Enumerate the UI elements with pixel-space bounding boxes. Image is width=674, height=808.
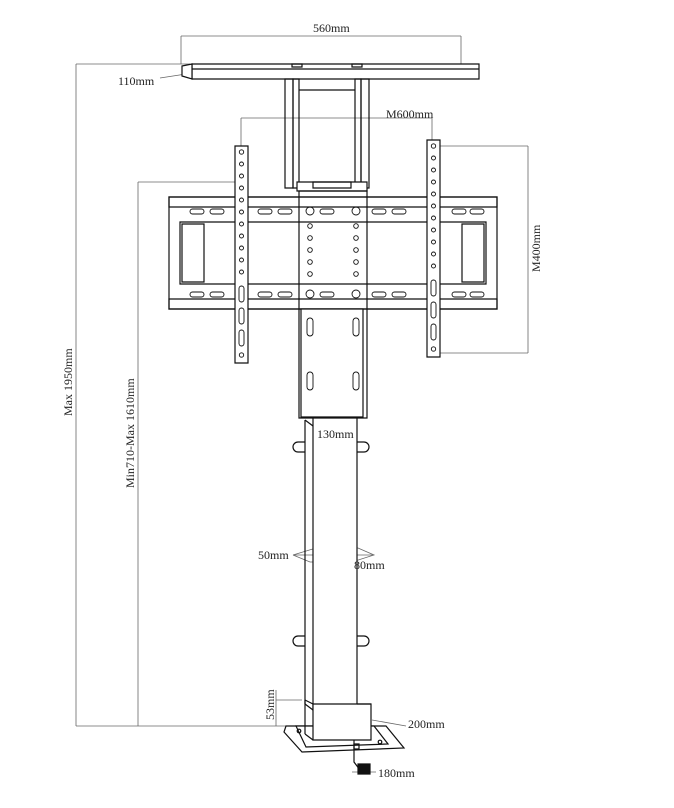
base-depth-label: 200mm xyxy=(408,717,445,731)
carriage-plate xyxy=(299,191,367,418)
column-side-label: 50mm xyxy=(258,548,289,562)
top-width-label: 560mm xyxy=(313,21,350,35)
column-width-label: 130mm xyxy=(317,427,354,441)
mount-arm-right xyxy=(427,140,440,357)
dimension-lines xyxy=(76,36,528,772)
lift-column xyxy=(293,418,369,710)
mount-height-label: M400mm xyxy=(529,224,543,272)
top-height-label: 110mm xyxy=(118,74,155,88)
max-height-label: Max 1950mm xyxy=(61,348,75,416)
column-depth-label: 80mm xyxy=(354,558,385,572)
base-plate xyxy=(284,700,404,774)
mount-width-label: M600mm xyxy=(386,107,434,121)
top-lid-plate xyxy=(182,64,479,79)
support-posts xyxy=(285,79,369,191)
travel-label: Min710-Max 1610mm xyxy=(123,378,137,488)
base-height-label: 53mm xyxy=(263,689,277,720)
mount-arm-left xyxy=(235,146,248,363)
base-width-label: 180mm xyxy=(378,766,415,780)
mount-bracket-frame xyxy=(169,197,497,309)
